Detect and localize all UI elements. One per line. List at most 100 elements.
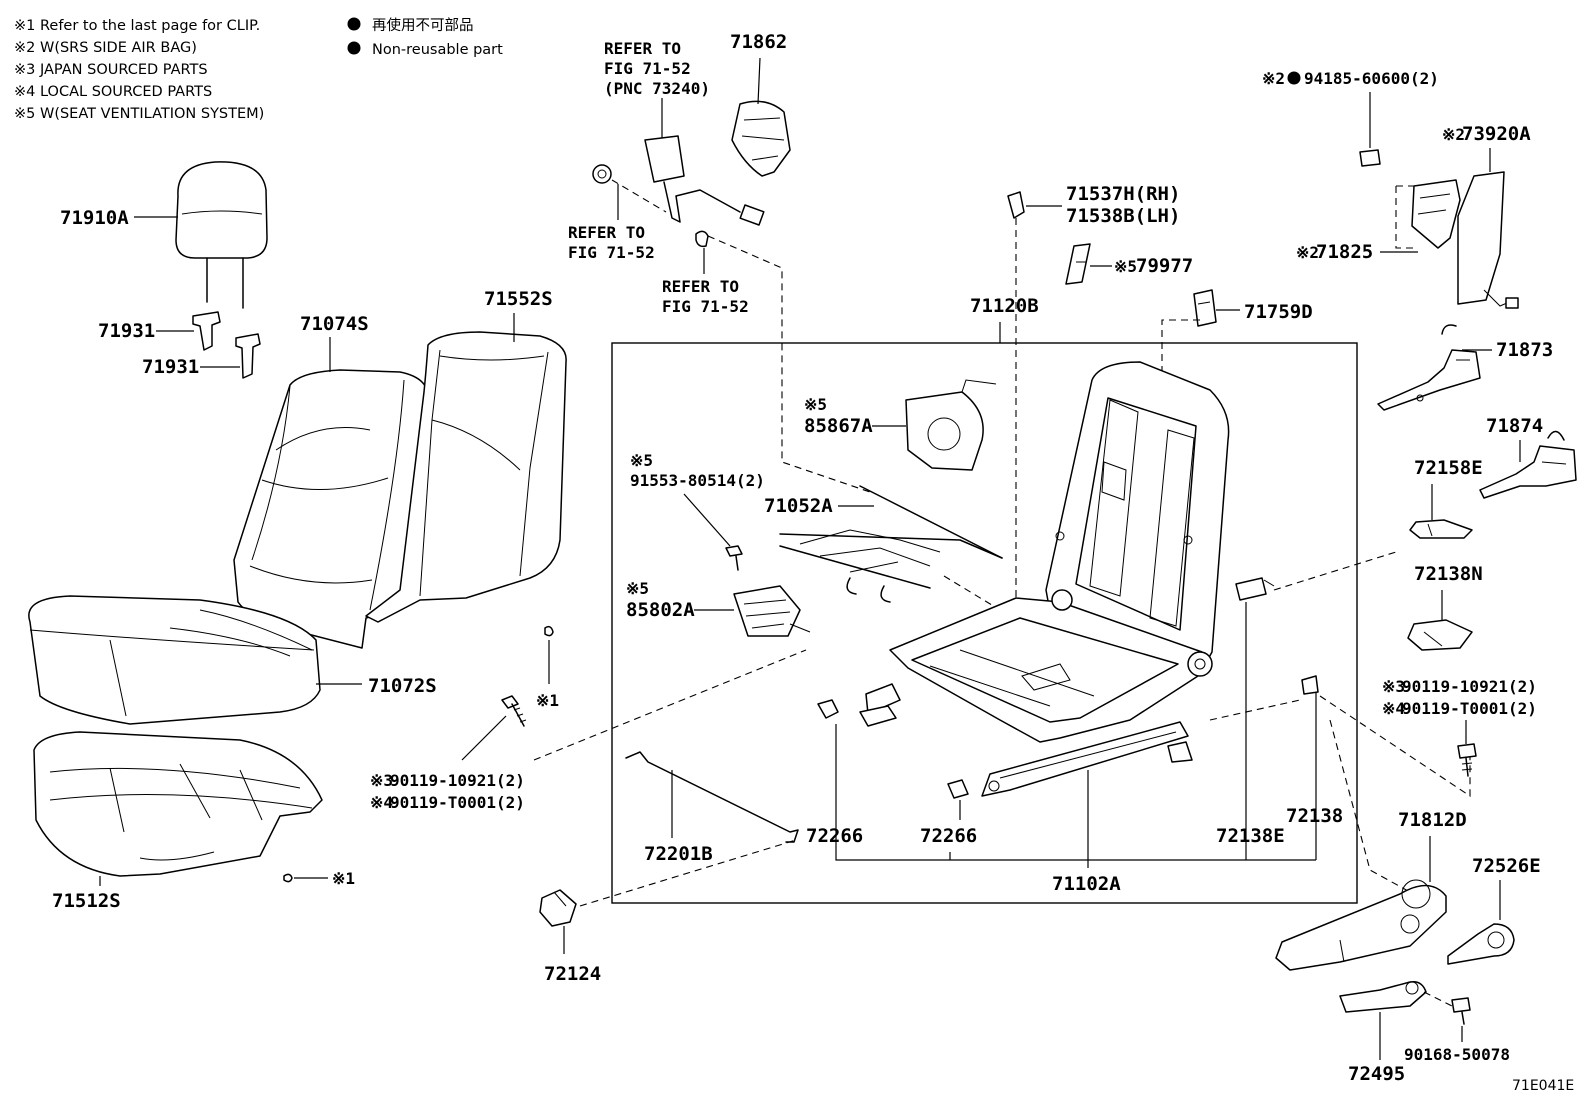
label-71072S: 71072S [368, 675, 437, 697]
label-71052A: 71052A [764, 495, 833, 517]
label-71538B: 71538B(LH) [1066, 205, 1180, 227]
seat-cushion-cover-part [28, 595, 321, 725]
label-72138: 72138 [1286, 805, 1343, 827]
label-71537H: 71537H(RH) [1066, 183, 1180, 205]
frame-group-box [611, 342, 1358, 904]
cover-72138N-part [1407, 619, 1473, 651]
sensor-79977-part [1065, 243, 1091, 285]
refer-3-b: FIG 71-52 [662, 297, 749, 316]
dashed-bracket-71825 [1395, 185, 1416, 249]
label-73920A: 73920A [1462, 123, 1531, 145]
bolt-part-left [501, 695, 527, 727]
blower-85802A-part [733, 585, 811, 637]
label-90168: 90168-50078 [1404, 1045, 1510, 1064]
hinge-cover-71873-part [1377, 324, 1481, 411]
label-85867A: 85867A [804, 415, 873, 437]
label-71102A: 71102A [1052, 873, 1121, 895]
drawing-code: 71E041E [1512, 1078, 1574, 1094]
airbag-73920A-part [1457, 171, 1519, 309]
bolt-d-number: 90119-T0001(2) [1402, 699, 1537, 718]
label-72526E: 72526E [1472, 855, 1541, 877]
headrest-support-part [192, 311, 261, 379]
label-71759D: 71759D [1244, 301, 1313, 323]
label-71862: 71862 [730, 31, 787, 53]
label-85802A: 85802A [626, 599, 695, 621]
seatback-pad-part [365, 331, 567, 623]
refer-2-a: REFER TO [568, 223, 645, 242]
legend-jp: 再使用不可部品 [372, 17, 474, 34]
bolt-part-right [1457, 743, 1477, 777]
bolt-c-number: 90119-10921(2) [1402, 677, 1537, 696]
clip-mark-1: ※1 [536, 691, 559, 710]
knob-71759D-part [1193, 289, 1217, 327]
label-71874: 71874 [1486, 415, 1543, 437]
mark-71825: ※2 [1296, 243, 1319, 262]
anchor-cap-part [592, 164, 612, 184]
bracket-71825-part [1411, 179, 1461, 249]
cover-72158E-part [1409, 519, 1473, 539]
dashed-line-71812D [1329, 719, 1411, 893]
leader-91553 [683, 493, 731, 547]
label-71552S: 71552S [484, 288, 553, 310]
refer-1-b: FIG 71-52 [604, 59, 691, 78]
label-71512S: 71512S [52, 890, 121, 912]
note-5: ※5 W(SEAT VENTILATION SYSTEM) [14, 106, 264, 122]
seatbelt-buckle-part [644, 98, 765, 226]
nut-94185-part [1359, 149, 1381, 167]
ventilation-fan-part [905, 379, 997, 471]
bracket-72138-part [1301, 675, 1319, 695]
label-71910A: 71910A [60, 207, 129, 229]
leader-71862 [757, 57, 761, 105]
dashed-line-72495 [1423, 991, 1453, 1007]
non-reusable-dot-icon [1287, 71, 1301, 85]
dashed-line-72138 [1319, 695, 1471, 798]
label-79977: 79977 [1136, 255, 1193, 277]
label-72138N: 72138N [1414, 563, 1483, 585]
bolt-b-number: 90119-T0001(2) [390, 793, 525, 812]
refer-1-a: REFER TO [604, 39, 681, 58]
bolt-b-mark: ※4 [370, 793, 393, 812]
screw-90168-part [1451, 997, 1471, 1025]
label-71873: 71873 [1496, 339, 1553, 361]
mark-85867A: ※5 [804, 395, 827, 414]
mark-73920A: ※2 [1442, 125, 1465, 144]
bolt-a-number: 90119-10921(2) [390, 771, 525, 790]
leader-bolt-left [461, 715, 507, 761]
legend-en: Non-reusable part [372, 42, 503, 58]
refer-1-c: (PNC 73240) [604, 79, 710, 98]
small-clip-part [695, 230, 709, 248]
label-72158E: 72158E [1414, 457, 1483, 479]
label-71812D: 71812D [1398, 809, 1467, 831]
bolt-c-mark: ※3 [1382, 677, 1405, 696]
label-71931-upper: 71931 [98, 320, 155, 342]
seat-cushion-pad-part [33, 731, 323, 877]
mark-79977: ※5 [1114, 257, 1137, 276]
label-71825: 71825 [1316, 241, 1373, 263]
clip-71537-part [1007, 191, 1025, 219]
bracket-72138E-part [1235, 577, 1275, 601]
clip-part [283, 873, 328, 883]
screw-part [725, 545, 743, 571]
label-71931-lower: 71931 [142, 356, 199, 378]
seat-adjuster-part [859, 683, 1193, 797]
cover-71862-part [731, 100, 791, 177]
non-reusable-dot-icon [347, 17, 361, 31]
label-71120B: 71120B [970, 295, 1039, 317]
clip-72266-part [817, 699, 969, 799]
mark-85802A: ※5 [626, 579, 649, 598]
side-shield-71812D-part [1275, 879, 1447, 971]
note-3: ※3 JAPAN SOURCED PARTS [14, 62, 208, 78]
refer-3-a: REFER TO [662, 277, 739, 296]
label-71074S: 71074S [300, 313, 369, 335]
label-72266a: 72266 [806, 825, 863, 847]
lever-72526E-part [1447, 923, 1515, 965]
bracket-71102A [835, 724, 1316, 861]
clip-part [544, 625, 554, 684]
mark-94185: ※2 [1262, 69, 1285, 88]
label-91553: 91553-80514(2) [630, 471, 765, 490]
label-72495: 72495 [1348, 1063, 1405, 1085]
non-reusable-dot-icon [347, 41, 361, 55]
rod-72201B-part [625, 751, 799, 843]
cover-72495-part [1339, 980, 1427, 1013]
